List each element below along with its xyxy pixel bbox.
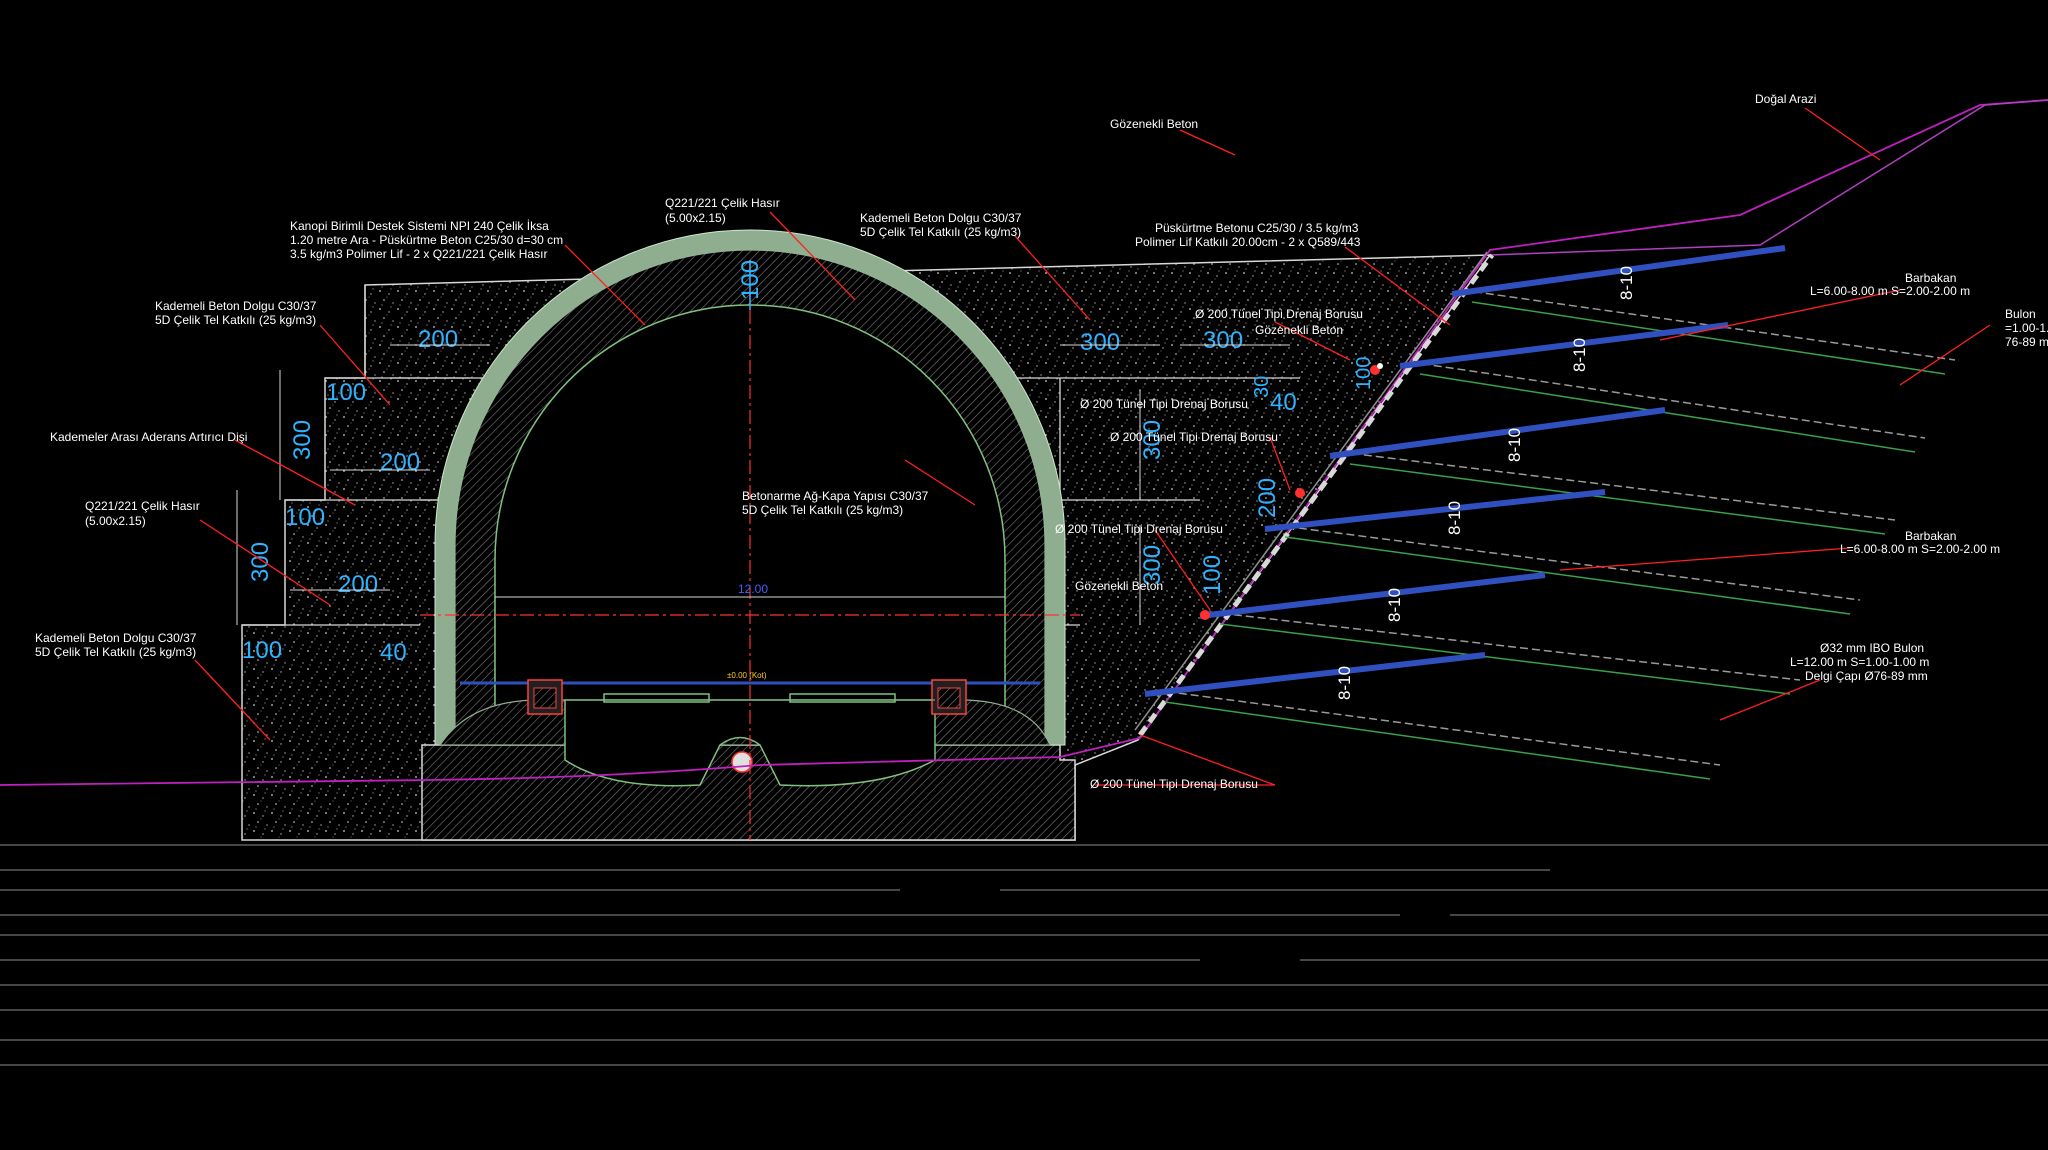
rock-bolt-anchor [1209, 611, 1801, 681]
note-puskurtme-2: Polimer Lif Katkılı 20.00cm - 2 x Q589/4… [1135, 235, 1361, 249]
note-kademeli-bottom-2: 5D Çelik Tel Katkılı (25 kg/m3) [35, 645, 196, 659]
note-kademeler-arasi: Kademeler Arası Aderans Artırıcı Dişi [50, 430, 247, 444]
barbakan-pipe [1199, 572, 1546, 619]
bolt-label: 8-10 [1617, 266, 1636, 300]
note-kademeli-left-1: Kademeli Beton Dolgu C30/37 [155, 299, 317, 313]
dim-300-l2: 300 [247, 542, 274, 582]
rock-bolt-anchor [1154, 689, 1721, 766]
note-celik-hasir-left-1: Q221/221 Çelik Hasır [85, 499, 200, 513]
tunnel-interior [494, 304, 1006, 746]
central-drain-pipe [731, 751, 753, 773]
dim-200-l3: 200 [338, 571, 378, 598]
dim-top-100: 100 [737, 260, 764, 300]
dim-100-l1: 100 [326, 379, 366, 406]
note-kanopi-1: Kanopi Birimli Destek Sistemi NPI 240 Çe… [290, 219, 549, 233]
rock-bolt-anchor [1461, 289, 1956, 361]
invert-drain [564, 699, 936, 787]
bolt-label: 8-10 [1505, 428, 1524, 462]
dim-40-r: 40 [1270, 389, 1297, 416]
leaders [194, 107, 1991, 786]
note-betonarme-2: 5D Çelik Tel Katkılı (25 kg/m3) [742, 503, 903, 517]
note-betonarme-1: Betonarme Ağ-Kapa Yapısı C30/37 [742, 489, 929, 503]
note-gozenekli-low: Gözenekli Beton [1075, 579, 1163, 593]
slope-top-line [1489, 99, 2048, 256]
bolt-label: 8-10 [1570, 338, 1589, 372]
note-celik-hasir-top-2: (5.00x2.15) [665, 211, 726, 225]
note-bulon-r-2: =1.00-1.00 m [2005, 321, 2048, 335]
note-puskurtme-1: Püskürtme Betonu C25/30 / 3.5 kg/m3 [1155, 221, 1359, 235]
rock-bolt-line [1284, 536, 1851, 615]
note-dren-5: Ø 200 Tünel Tipi Drenaj Borusu [1090, 777, 1258, 791]
dim-200-l2: 200 [380, 449, 420, 476]
note-dren-2: Ø 200 Tünel Tipi Drenaj Borusu [1080, 397, 1248, 411]
rock-bolt-anchor [1409, 361, 1926, 439]
bolt-label: 8-10 [1385, 588, 1404, 622]
dim-40-l: 40 [380, 639, 407, 666]
note-barbakan-1a: Barbakan [1905, 271, 1956, 285]
note-bulon-r-1: Bulon [2005, 307, 2036, 321]
dim-300-b: 300 [1203, 327, 1243, 354]
dim-30: 30 [1251, 376, 1273, 398]
road-platform [460, 679, 1040, 715]
barbakan-pipe [1451, 245, 1786, 297]
note-dren-3: Ø 200 Tünel Tipi Drenaj Borusu [1110, 430, 1278, 444]
bolt-label: 8-10 [1445, 501, 1464, 535]
rock-bolt-anchor [1339, 451, 1896, 521]
dimensions: 100 200 300 300 100 300 200 100 300 200 … [242, 260, 1375, 666]
drain-markers [1200, 363, 1383, 620]
barbakan-pipe [1329, 407, 1666, 459]
slope-face [1137, 253, 1495, 737]
dim-100-r2: 100 [1199, 555, 1226, 595]
center-dimension: 12.00 [738, 582, 768, 596]
dim-200-a: 200 [418, 326, 458, 353]
bolt-label: 8-10 [1335, 666, 1354, 700]
dim-100-l2: 100 [285, 504, 325, 531]
rock-bolt-line [1471, 301, 1946, 375]
note-celik-hasir-left-2: (5.00x2.15) [85, 514, 146, 528]
note-ibo-1: Ø32 mm IBO Bulon [1820, 641, 1924, 655]
note-kademeli-top-1: Kademeli Beton Dolgu C30/37 [860, 211, 1022, 225]
dim-300-r2: 300 [1139, 545, 1166, 585]
note-celik-hasir-top-1: Q221/221 Çelik Hasır [665, 196, 780, 210]
background-lines [0, 844, 2048, 1066]
rock-bolt-line [1349, 463, 1886, 535]
note-dren-1: Ø 200 Tünel Tipi Drenaj Borusu [1195, 307, 1363, 321]
barbakan-pipe [1399, 322, 1729, 369]
centerlines [420, 260, 1080, 840]
note-ibo-2: L=12.00 m S=1.00-1.00 m [1790, 655, 1929, 669]
dim-300-a: 300 [1080, 329, 1120, 356]
rock-bolt-anchor [1274, 524, 1861, 601]
note-kanopi-2: 1.20 metre Ara - Püskürtme Beton C25/30 … [290, 233, 563, 247]
note-dren-4: Ø 200 Tünel Tipi Drenaj Borusu [1055, 522, 1223, 536]
dim-300-r: 300 [1139, 420, 1166, 460]
rock-bolt-line [1219, 623, 1791, 695]
axis-mark: ±0.00 (Kot) [727, 671, 767, 680]
dim-300-l1: 300 [289, 420, 316, 460]
note-bulon-r-3: 76-89 mm [2005, 335, 2048, 349]
note-gozenekli-top: Gözenekli Beton [1110, 117, 1198, 131]
note-ibo-3: Delgi Çapı Ø76-89 mm [1805, 669, 1928, 683]
note-dogal-arazi: Doğal Arazi [1755, 92, 1816, 106]
natural-ground-line [0, 99, 2048, 786]
note-barbakan-2b: L=6.00-8.00 m S=2.00-2.00 m [1840, 542, 2000, 556]
annotations: Gözenekli Beton Doğal Arazi Q221/221 Çel… [35, 92, 2048, 791]
note-barbakan-2a: Barbakan [1905, 529, 1956, 543]
barbakan-pipe [1144, 652, 1486, 697]
note-kademeli-left-2: 5D Çelik Tel Katkılı (25 kg/m3) [155, 313, 316, 327]
dim-100-r1: 100 [1353, 357, 1375, 390]
rock-bolt-line [1419, 373, 1916, 453]
rock-bolts: 8-10 8-10 8-10 8-10 8-10 8-10 [1144, 245, 1956, 780]
note-kanopi-3: 3.5 kg/m3 Polimer Lif - 2 x Q221/221 Çel… [290, 247, 547, 261]
note-barbakan-1b: L=6.00-8.00 m S=2.00-2.00 m [1810, 284, 1970, 298]
barbakan-pipe [1264, 489, 1606, 532]
note-kademeli-top-2: 5D Çelik Tel Katkılı (25 kg/m3) [860, 225, 1021, 239]
rock-bolt-line [1164, 701, 1711, 780]
note-gozenekli-mid: Gözenekli Beton [1255, 323, 1343, 337]
note-kademeli-bottom-1: Kademeli Beton Dolgu C30/37 [35, 631, 197, 645]
dim-200-r: 200 [1254, 478, 1281, 518]
dim-100-l3: 100 [242, 637, 282, 664]
